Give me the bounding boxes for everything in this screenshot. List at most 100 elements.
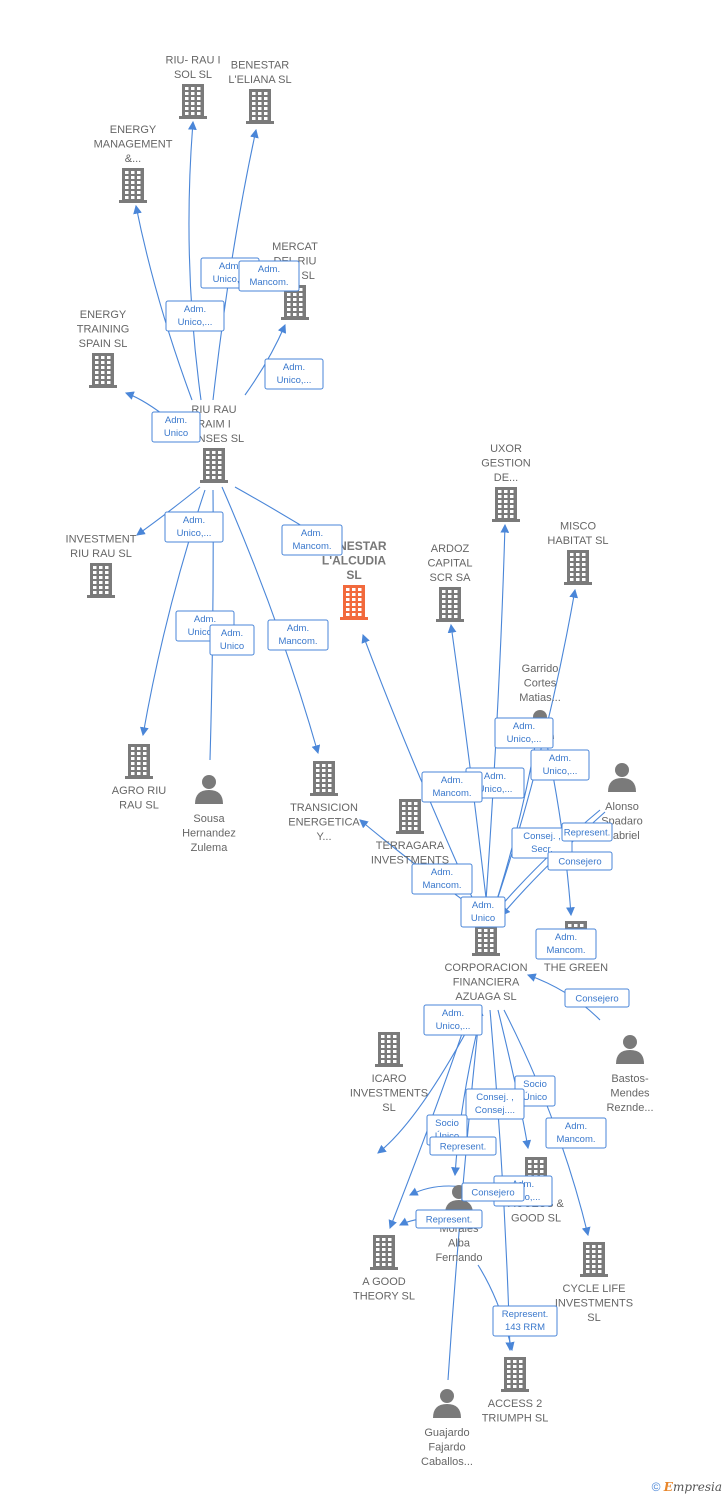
company-icon: [119, 168, 147, 203]
relation-label[interactable]: Adm.Unico,...: [423, 1004, 483, 1036]
company-icon: [87, 563, 115, 598]
relation-text: Adm.: [165, 415, 187, 426]
relation-box: [264, 358, 324, 390]
relation-box: [547, 851, 613, 871]
relation-edge: [133, 204, 193, 401]
relation-text: Consejero: [575, 994, 618, 1005]
footer-brand[interactable]: © Empresia: [652, 1480, 722, 1494]
relation-label[interactable]: Adm.Unico: [209, 624, 255, 656]
relation-label[interactable]: Adm. Unico: [460, 896, 506, 928]
relation-label[interactable]: Consej. ,Secr.: [511, 827, 573, 859]
relation-text: Mancom.: [432, 788, 471, 799]
node-energy-mgmt[interactable]: ENERGYMANAGEMENT&...: [94, 124, 173, 203]
relation-label[interactable]: Represent.: [561, 822, 613, 842]
node-label: Alonso: [605, 801, 639, 813]
relation-text: Socio: [523, 1079, 547, 1090]
relation-box: [209, 624, 255, 656]
relation-text: Adm.: [287, 623, 309, 634]
company-icon: [375, 1032, 403, 1067]
relation-text: Adm.: [513, 721, 535, 732]
relation-text: Mancom.: [546, 945, 585, 956]
relation-label[interactable]: Adm.Unico,...: [494, 717, 554, 749]
node-bastos[interactable]: Bastos- MendesReznde...: [606, 1035, 654, 1114]
relation-label[interactable]: Consej. ,Consej....: [465, 1088, 525, 1120]
relation-label[interactable]: Adm.Mancom.: [411, 863, 473, 895]
relation-label[interactable]: Adm. Unico,...: [264, 358, 324, 390]
relation-text: Adm.: [183, 515, 205, 526]
relation-text: Unico,...: [178, 317, 213, 328]
node-uxor[interactable]: UXORGESTIONDE...: [481, 443, 531, 522]
company-icon: [179, 84, 207, 119]
node-guajardo[interactable]: GuajardoFajardoCaballos...: [421, 1389, 473, 1468]
relation-label[interactable]: Adm.Unico,...: [165, 300, 225, 332]
node-label: Reznde...: [606, 1102, 653, 1114]
relation-text: Unico,...: [213, 274, 248, 285]
company-icon: [370, 1235, 398, 1270]
relation-box: [415, 1209, 483, 1229]
relation-label[interactable]: Adm.Mancom.: [421, 771, 483, 803]
node-label: TRANSICION: [290, 802, 358, 814]
node-label: Sousa: [193, 813, 225, 825]
relation-label[interactable]: Consejero: [564, 988, 630, 1008]
node-label: Alba: [448, 1238, 471, 1250]
relation-label[interactable]: Adm.Unico,...: [530, 749, 590, 781]
relation-label[interactable]: Represent.143 RRM: [492, 1305, 558, 1337]
relation-text: Adm.: [301, 528, 323, 539]
relation-label[interactable]: Represent.: [415, 1209, 483, 1229]
relation-label[interactable]: Consejero: [547, 851, 613, 871]
relation-label[interactable]: Adm.Mancom.: [267, 619, 329, 651]
relation-label[interactable]: Adm.Mancom.: [545, 1117, 607, 1149]
node-label: RAIM I: [197, 419, 231, 431]
relation-box: [165, 300, 225, 332]
node-label: Fernando: [435, 1252, 482, 1264]
relation-text: Adm.: [484, 771, 506, 782]
relation-text: Represent.: [502, 1309, 548, 1320]
relation-box: [411, 863, 473, 895]
relation-text: Unico: [471, 913, 495, 924]
relation-label[interactable]: Adm.Mancom.: [535, 928, 597, 960]
relation-text: Mancom.: [422, 880, 461, 891]
relation-text: Adm.: [472, 900, 494, 911]
relation-text: Unico,...: [188, 627, 223, 638]
node-label: Cortes: [524, 678, 557, 690]
node-transicion[interactable]: TRANSICIONENERGETICAY...: [288, 761, 360, 843]
relation-label[interactable]: Adm.Unico,...: [164, 511, 224, 543]
relation-text: Unico,...: [277, 375, 312, 386]
relation-label[interactable]: Adm.Mancom.: [281, 524, 343, 556]
node-label: RAU SL: [119, 800, 159, 812]
node-label: Bastos-: [611, 1073, 649, 1085]
node-label: TRIUMPH SL: [482, 1413, 549, 1425]
relation-box: [461, 1182, 525, 1202]
relation-box: [494, 717, 554, 749]
relation-label[interactable]: Consejero: [461, 1182, 525, 1202]
node-access2[interactable]: ACCESS 2 TRIUMPH SL: [482, 1357, 549, 1425]
node-label: ENERGY: [110, 124, 157, 136]
person-icon: [433, 1389, 461, 1418]
company-icon: [310, 761, 338, 796]
relation-label[interactable]: Represent.: [429, 1136, 497, 1156]
node-label: CYCLE LIFE: [563, 1283, 626, 1295]
relation-text: Adm.: [283, 362, 305, 373]
node-label: ACCESS 2: [488, 1398, 542, 1410]
relation-label[interactable]: Adm.Mancom.: [238, 260, 300, 292]
relation-label[interactable]: Adm.Unico: [151, 411, 201, 443]
node-label: Fajardo: [428, 1442, 465, 1454]
node-label: Gabriel: [604, 830, 639, 842]
node-label: Mendes: [610, 1088, 650, 1100]
